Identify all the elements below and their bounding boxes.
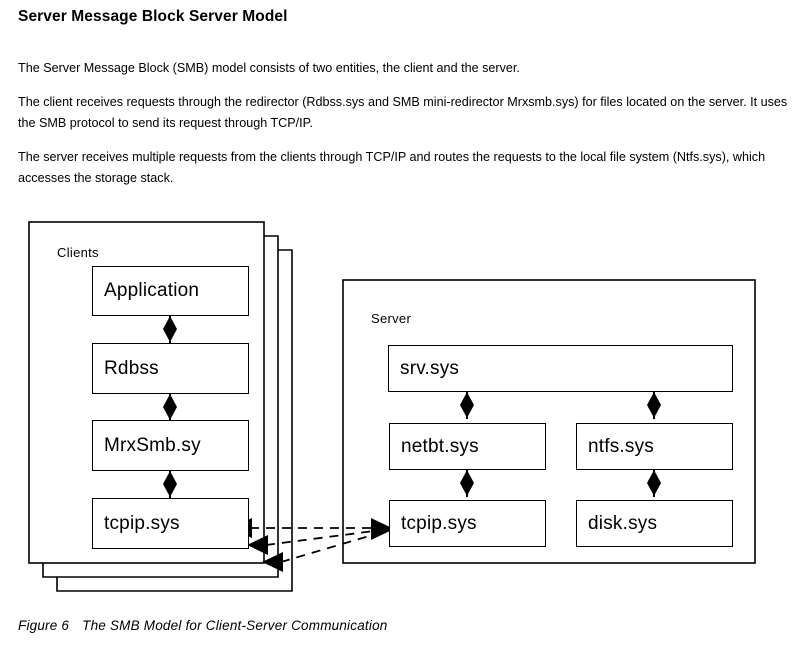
connector-srv-ntfs xyxy=(647,392,661,419)
network-link-arrowhead-server xyxy=(371,518,394,540)
node-application[interactable]: Application xyxy=(92,266,249,316)
paragraph-intro: The Server Message Block (SMB) model con… xyxy=(18,61,520,75)
node-netbt-sys[interactable]: netbt.sys xyxy=(389,423,546,470)
connector-rdbss-mrxsmb xyxy=(163,394,177,421)
page-title: Server Message Block Server Model xyxy=(18,8,288,25)
node-mrxsmb[interactable]: MrxSmb.sy xyxy=(92,420,249,471)
connector-ntfs-disk xyxy=(647,470,661,497)
connector-srv-netbt xyxy=(460,392,474,419)
network-link-2 xyxy=(247,530,375,555)
server-panel-label: Server xyxy=(371,311,412,326)
node-tcpip-server[interactable]: tcpip.sys xyxy=(389,500,546,547)
node-ntfs-sys[interactable]: ntfs.sys xyxy=(576,423,733,470)
node-srv-sys[interactable]: srv.sys xyxy=(388,345,733,392)
paragraph-server: The server receives multiple requests fr… xyxy=(18,150,766,185)
connector-mrxsmb-tcpip xyxy=(163,471,177,498)
network-link-3 xyxy=(262,533,377,572)
node-tcpip-client[interactable]: tcpip.sys xyxy=(92,498,249,549)
figure-caption-text: The SMB Model for Client-Server Communic… xyxy=(82,618,388,633)
figure-caption-number: Figure 6 xyxy=(18,618,70,633)
connector-application-rdbss xyxy=(163,316,177,343)
client-panel-label: Clients xyxy=(57,245,99,260)
paragraph-client: The client receives requests through the… xyxy=(18,95,788,130)
node-disk-sys[interactable]: disk.sys xyxy=(576,500,733,547)
connector-netbt-tcpip xyxy=(460,470,474,497)
figure-caption: Figure 6 The SMB Model for Client-Server … xyxy=(18,618,387,633)
node-rdbss[interactable]: Rdbss xyxy=(92,343,249,394)
